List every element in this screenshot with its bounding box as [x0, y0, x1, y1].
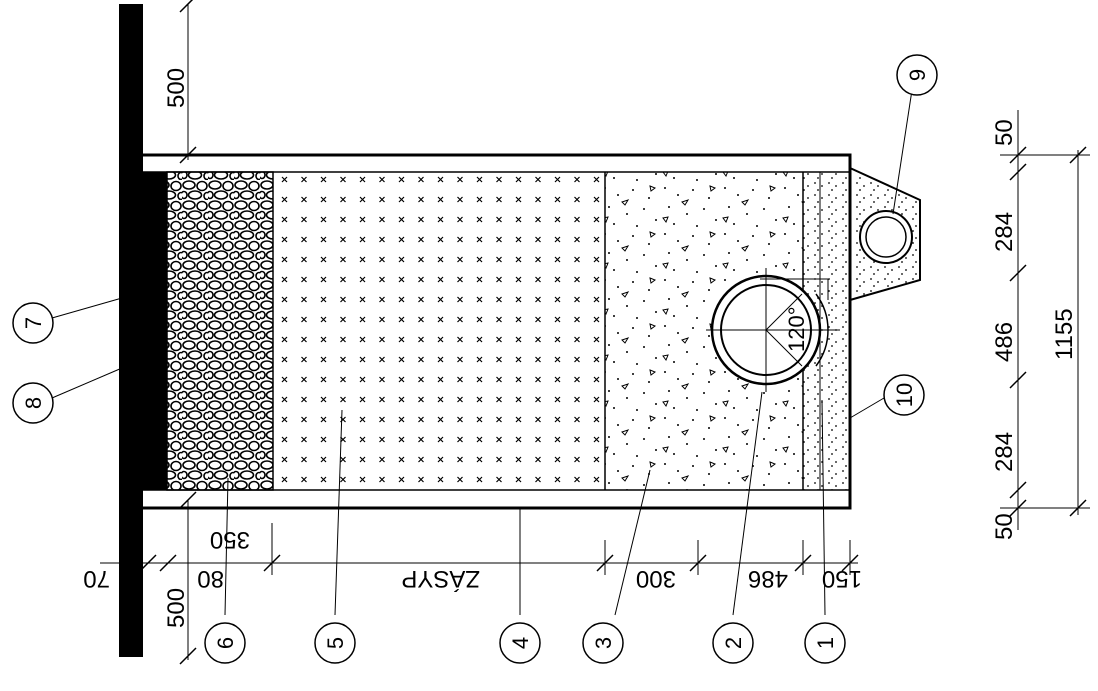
callout-1: 1 — [804, 622, 846, 664]
callout-10: 10 — [883, 374, 925, 416]
dim-right-284-bottom: 284 — [991, 432, 1018, 472]
svg-text:7: 7 — [21, 317, 46, 329]
callout-3: 3 — [582, 622, 624, 664]
svg-text:10: 10 — [892, 383, 917, 407]
svg-text:8: 8 — [21, 397, 46, 409]
callout-6: 6 — [204, 622, 246, 664]
dim-right-1155: 1155 — [1051, 308, 1078, 360]
svg-text:3: 3 — [591, 637, 616, 649]
callout-5: 5 — [314, 622, 356, 664]
angle-label: 120° — [784, 306, 809, 352]
dim-tick — [179, 146, 197, 164]
dim-right-50-bottom: 50 — [991, 513, 1018, 540]
main-pipe — [706, 268, 840, 392]
dim-top-500: 500 — [163, 68, 190, 108]
dim-right-50-top: 50 — [991, 119, 1018, 146]
callout-9: 9 — [896, 54, 938, 96]
callout-4: 4 — [499, 622, 541, 664]
dim-ticks-right — [1009, 146, 1087, 517]
zasyp-label: ZÁSYP — [401, 565, 480, 592]
dim-bottom-500: 500 — [163, 588, 190, 628]
svg-text:4: 4 — [508, 637, 533, 649]
backfill-layer — [273, 172, 605, 490]
gravel-layer — [166, 171, 274, 491]
svg-text:2: 2 — [721, 637, 746, 649]
dim-300: 300 — [636, 565, 676, 592]
surface-layer — [143, 172, 167, 490]
callout-7: 7 — [12, 302, 54, 344]
callout-2: 2 — [712, 622, 754, 664]
drain-pipe — [859, 210, 913, 264]
dim-right-486: 486 — [991, 322, 1018, 362]
leader-lines — [51, 89, 913, 616]
svg-text:1: 1 — [813, 637, 838, 649]
dim-350: 350 — [210, 526, 250, 553]
dim-tick — [179, 0, 194, 13]
svg-text:5: 5 — [323, 637, 348, 649]
callout-8: 8 — [12, 382, 54, 424]
svg-text:6: 6 — [213, 637, 238, 649]
dim-150: 150 — [822, 565, 862, 592]
vertical-wall — [119, 4, 143, 657]
svg-text:9: 9 — [905, 69, 930, 81]
dim-right-284-top: 284 — [991, 212, 1018, 252]
dim-80: 80 — [197, 565, 224, 592]
dim-486-bottom: 486 — [748, 565, 788, 592]
dim-70: 70 — [83, 565, 110, 592]
